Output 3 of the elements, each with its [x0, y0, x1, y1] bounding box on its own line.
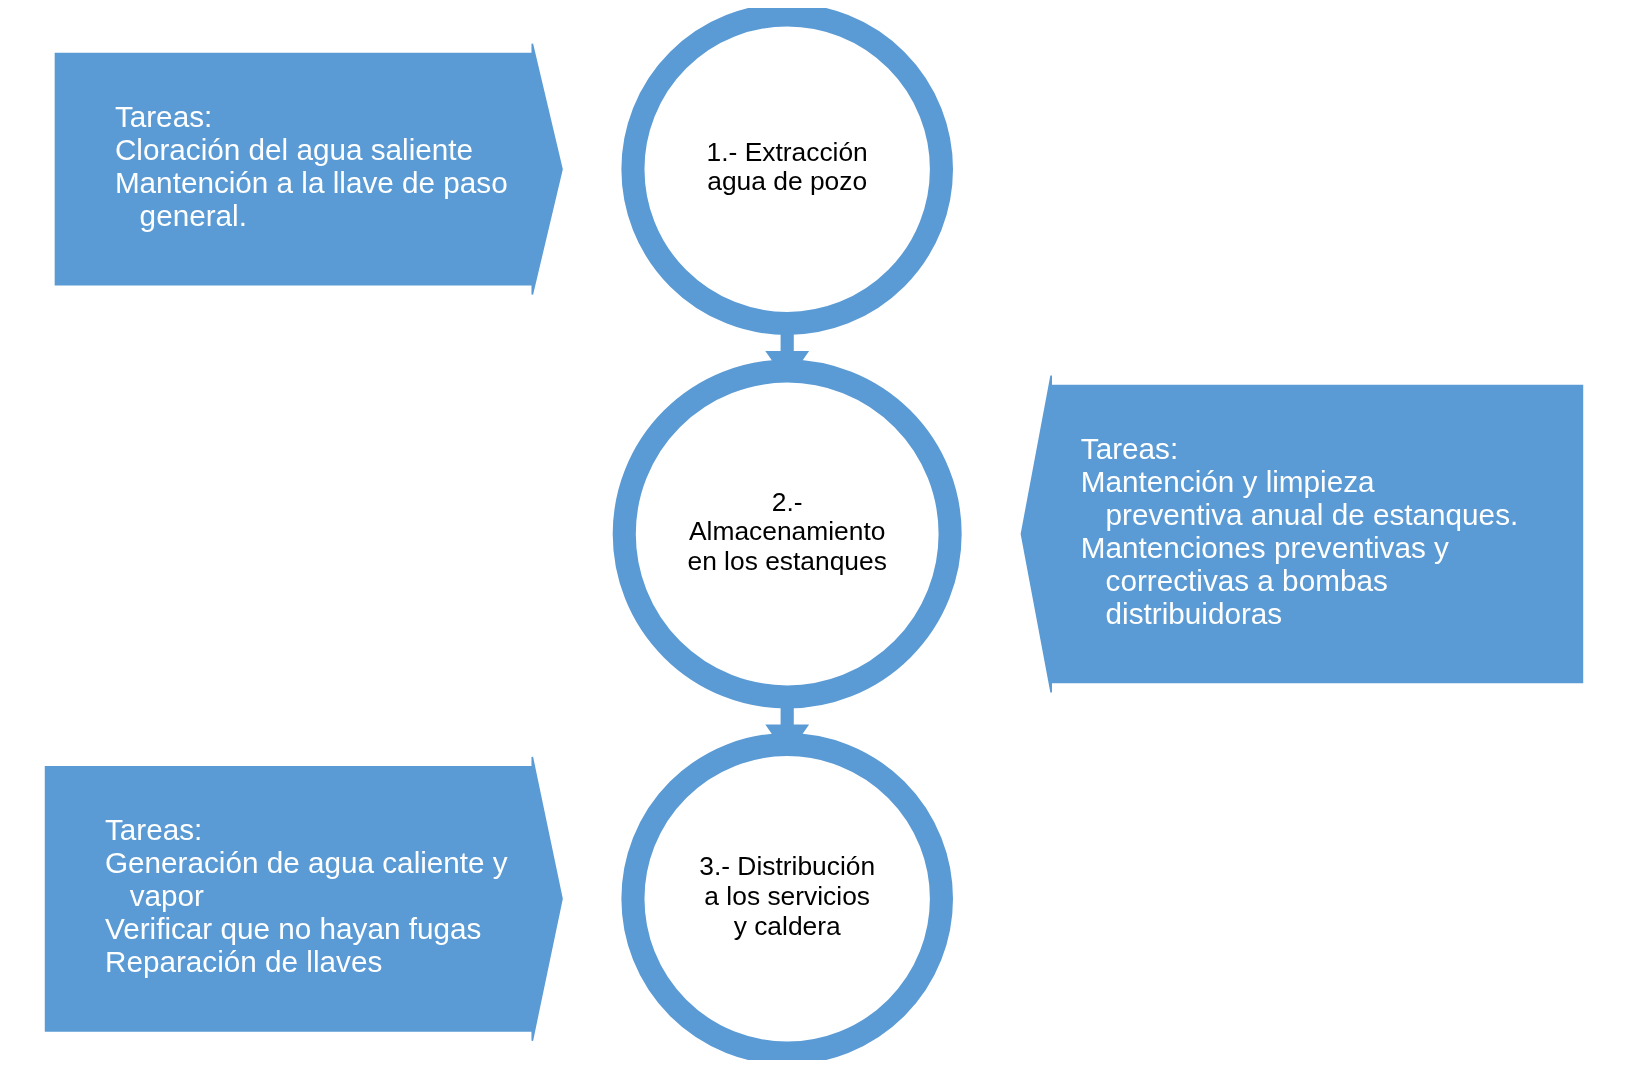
- node-circle: 1.- Extracción agua de pozo: [621, 8, 953, 335]
- node-circle: 3.- Distribución a los servicios y caldera: [621, 733, 953, 1060]
- node-circle: 2.- Almacenamiento en los estanques: [612, 359, 962, 709]
